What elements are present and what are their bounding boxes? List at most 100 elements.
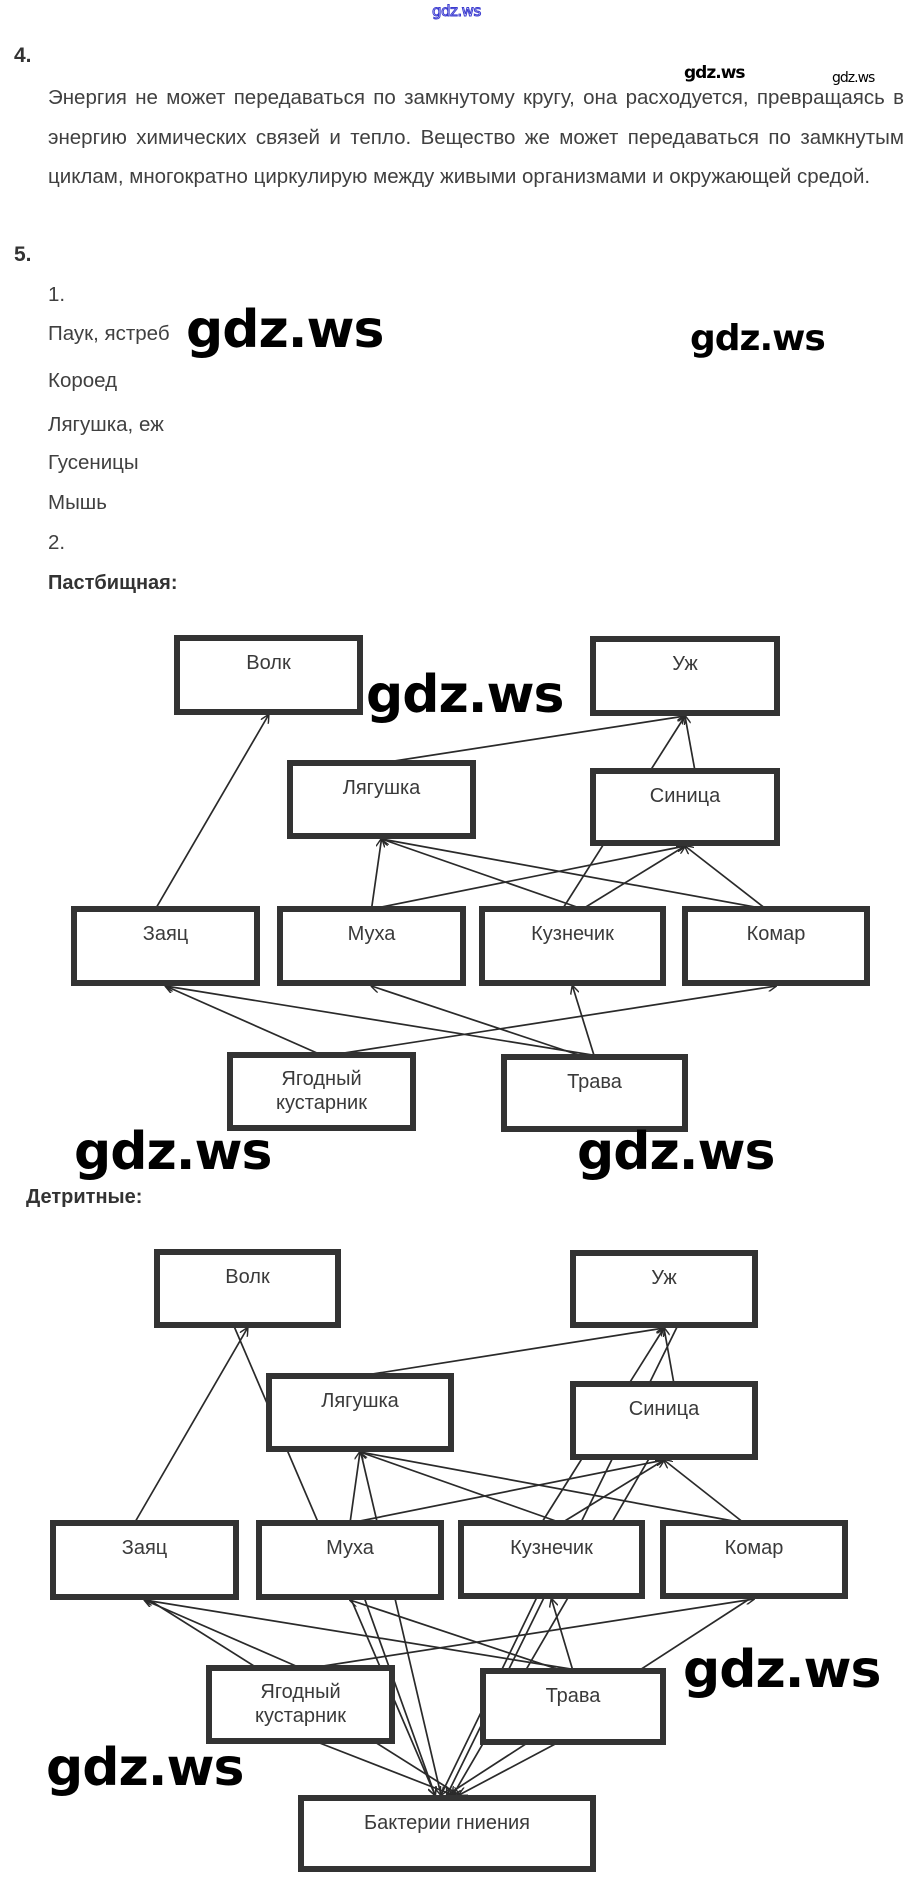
node-label: Муха bbox=[348, 923, 397, 945]
node-trava: Трава bbox=[501, 1054, 688, 1132]
node-komar: Комар bbox=[660, 1520, 848, 1599]
node-label: Волк bbox=[225, 1266, 270, 1288]
arrow-trava-to-bakterii bbox=[459, 1741, 560, 1795]
node-label: Волк bbox=[246, 652, 291, 674]
arrow-mukha-to-bakterii bbox=[363, 1596, 435, 1795]
node-label: Комар bbox=[747, 923, 806, 945]
arrow-trava-to-zayats bbox=[145, 1600, 584, 1672]
node-komar: Комар bbox=[682, 906, 870, 986]
node-kuznechik: Кузнечик bbox=[479, 906, 666, 986]
answer-item: Гусеницы bbox=[48, 451, 139, 474]
node-label: Заяц bbox=[122, 1537, 168, 1559]
node-label: Бактерии гниения bbox=[364, 1812, 530, 1834]
node-label: Кузнечик bbox=[510, 1537, 593, 1559]
node-box bbox=[71, 906, 260, 986]
arrow-trava-to-mukha bbox=[372, 986, 585, 1058]
node-box bbox=[570, 1381, 758, 1460]
answer-item: Паук, ястреб bbox=[48, 322, 170, 345]
node-label: Ягодный bbox=[260, 1681, 340, 1703]
node-label: Синица bbox=[629, 1398, 700, 1420]
node-mukha: Муха bbox=[256, 1520, 444, 1600]
node-zayats: Заяц bbox=[50, 1520, 239, 1600]
arrow-trava-to-kuznechik bbox=[573, 986, 596, 1058]
node-box bbox=[298, 1795, 596, 1872]
arrow-mukha-to-sinitsa bbox=[371, 846, 686, 910]
node-box bbox=[660, 1520, 848, 1599]
node-label: Лягушка bbox=[343, 777, 421, 799]
arrow-mukha-to-sinitsa bbox=[349, 1460, 664, 1524]
node-sinitsa: Синица bbox=[570, 1381, 758, 1460]
node-box bbox=[50, 1520, 239, 1600]
node-label: Уж bbox=[672, 653, 698, 675]
node-box bbox=[501, 1054, 688, 1132]
watermark: gdz.ws bbox=[684, 63, 746, 83]
node-uzh: Уж bbox=[590, 636, 780, 716]
node-box bbox=[277, 906, 466, 986]
node-label: Трава bbox=[546, 1685, 602, 1707]
node-box bbox=[154, 1249, 341, 1328]
node-box bbox=[479, 906, 666, 986]
arrow-kuznechik-to-sinitsa bbox=[582, 846, 686, 910]
node-box bbox=[458, 1520, 645, 1599]
node-volk: Волк bbox=[174, 635, 363, 715]
watermark: gdz.ws bbox=[46, 1738, 244, 1798]
arrow-mukha-to-lyagushka bbox=[349, 1452, 360, 1524]
node-kuznechik: Кузнечик bbox=[458, 1520, 645, 1599]
arrow-sinitsa-to-uzh bbox=[685, 716, 696, 772]
node-label: Комар bbox=[725, 1537, 784, 1559]
arrow-komar-to-lyagushka bbox=[382, 839, 767, 910]
node-label: кустарник bbox=[255, 1705, 346, 1727]
answer-item: Лягушка, еж bbox=[48, 413, 164, 436]
watermark: gdz.ws bbox=[832, 70, 875, 86]
arrow-yagodny-to-komar bbox=[331, 986, 777, 1056]
part-1-label: 1. bbox=[48, 283, 66, 306]
arrow-mukha-to-lyagushka bbox=[370, 839, 382, 910]
arrow-kuznechik-to-lyagushka bbox=[360, 1452, 562, 1524]
node-box bbox=[287, 760, 476, 839]
node-box bbox=[682, 906, 870, 986]
node-label: Муха bbox=[326, 1537, 375, 1559]
node-lyagushka: Лягушка bbox=[287, 760, 476, 839]
arrow-kuznechik-to-lyagushka bbox=[382, 839, 583, 910]
watermark: gdz.ws bbox=[690, 318, 826, 359]
arrow-lyagushka-to-bakterii bbox=[359, 1448, 441, 1795]
arrow-yagodny-to-zayats bbox=[145, 1600, 301, 1669]
node-box bbox=[590, 636, 780, 716]
node-bakterii: Бактерии гниения bbox=[298, 1795, 596, 1872]
arrow-yagodny-to-bakterii bbox=[314, 1740, 454, 1795]
node-box bbox=[570, 1250, 758, 1328]
node-lyagushka: Лягушка bbox=[266, 1373, 454, 1452]
arrow-lyagushka-to-uzh bbox=[381, 716, 686, 764]
arrow-trava-to-kuznechik bbox=[552, 1599, 574, 1672]
node-box bbox=[480, 1668, 666, 1745]
arrow-lyagushka-to-uzh bbox=[359, 1328, 664, 1377]
arrow-komar-to-sinitsa bbox=[664, 1460, 745, 1524]
arrow-komar-to-lyagushka bbox=[360, 1452, 745, 1524]
part-2-label: 2. bbox=[48, 531, 66, 554]
diagram-2-title: Детритные: bbox=[26, 1186, 143, 1208]
diagram-1-title: Пастбищная: bbox=[48, 572, 178, 594]
watermark: gdz.ws bbox=[74, 1122, 272, 1182]
arrow-zayats-to-volk bbox=[133, 1328, 248, 1524]
node-label: Уж bbox=[651, 1267, 677, 1289]
task-5-number: 5. bbox=[14, 243, 32, 266]
node-box bbox=[266, 1373, 454, 1452]
answer-item: Мышь bbox=[48, 491, 107, 514]
node-label: кустарник bbox=[276, 1092, 367, 1114]
node-label: Синица bbox=[650, 785, 721, 807]
node-box bbox=[590, 768, 780, 846]
arrow-kuznechik-to-sinitsa bbox=[561, 1460, 665, 1524]
arrow-trava-to-mukha bbox=[350, 1600, 564, 1672]
node-sinitsa: Синица bbox=[590, 768, 780, 846]
node-box bbox=[227, 1052, 416, 1131]
arrow-sinitsa-to-uzh bbox=[664, 1328, 675, 1385]
node-uzh: Уж bbox=[570, 1250, 758, 1328]
arrow-yagodny-to-zayats bbox=[166, 986, 322, 1056]
watermark-top: gdz.ws bbox=[432, 2, 482, 21]
task-4-number: 4. bbox=[14, 44, 32, 67]
arrow-trava-to-zayats bbox=[166, 986, 605, 1058]
